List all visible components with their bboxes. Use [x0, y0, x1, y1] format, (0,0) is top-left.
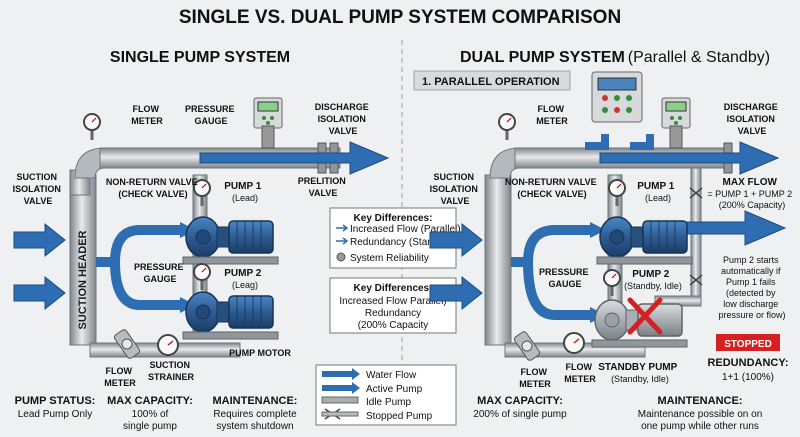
dual-main-control-panel	[591, 71, 643, 123]
discharge-arrow	[199, 141, 390, 175]
svg-text:MAX CAPACITY:: MAX CAPACITY:	[107, 395, 193, 407]
suction-strainer-gauge	[157, 334, 179, 356]
suction-header-label: SUCTION HEADER	[77, 230, 89, 329]
dual-label-flow-meter: FLOW METER	[536, 104, 568, 126]
dual-label-flow-meter-a: FLOW METER	[519, 367, 551, 389]
legend-water-flow: Water Flow	[366, 370, 417, 381]
label-flow-meter: FLOW METER	[131, 104, 163, 126]
stopped-badge	[716, 334, 780, 351]
diagram-title: SINGLE VS. DUAL PUMP SYSTEM COMPARISON	[179, 7, 621, 28]
single-footer: PUMP STATUS: Lead Pump Only MAX CAPACITY…	[15, 395, 298, 432]
svg-text:MAINTENANCE:: MAINTENANCE:	[213, 395, 298, 407]
dual-flow-meter-gauge	[497, 112, 517, 142]
svg-text:(200% Capacity: (200% Capacity	[358, 320, 429, 331]
stopped-x-icon	[627, 297, 663, 335]
dual-label-flow-meter-b: FLOW METER	[564, 362, 596, 384]
svg-text:REDUNDANCY:: REDUNDANCY:	[707, 357, 788, 369]
single-section-heading: SINGLE PUMP SYSTEM	[110, 49, 290, 66]
label-strainer: SUCTION STRAINER	[148, 360, 195, 382]
svg-text:MAINTENANCE:: MAINTENANCE:	[658, 395, 743, 407]
svg-text:Redundancy: Redundancy	[365, 308, 421, 319]
label-pump2: PUMP 2 (Leag)	[224, 263, 266, 290]
svg-text:Lead Pump Only: Lead Pump Only	[18, 409, 93, 420]
flow-meter-gauge-top	[82, 112, 102, 142]
check-valve-icon	[689, 187, 703, 286]
dual-label-standby: STANDBY PUMP (Standby, Idle)	[598, 357, 682, 384]
parallel-operation-tab	[413, 70, 571, 91]
svg-text:Redundancy (Standby): Redundancy (Standby)	[350, 237, 452, 248]
pump2-leag	[182, 291, 279, 340]
svg-text:1+1 (100%): 1+1 (100%)	[722, 372, 774, 383]
svg-text:Increased Flow (Parallel): Increased Flow (Parallel)	[350, 224, 461, 235]
dual-footer: MAX CAPACITY: 200% of single pump REDUND…	[473, 357, 788, 432]
legend-active-pump: Active Pump	[366, 384, 423, 395]
label-gauge2: PRESSURE GAUGE	[134, 262, 186, 284]
dual-label-suction-valve: SUCTION ISOLATION VALVE	[430, 172, 481, 206]
label-nrv: NON-RETURN VALVE (CHECK VALVE)	[106, 177, 200, 199]
svg-text:Increased Flow Parallel): Increased Flow Parallel)	[339, 296, 446, 307]
label-suction-valve: SUCTION ISOLATION VALVE	[13, 172, 64, 206]
inlet-arrow-bottom	[13, 275, 66, 311]
legend-stopped-pump: Stopped Pump	[366, 411, 433, 422]
label-pump-motor: PUMP MOTOR	[229, 348, 291, 358]
pump1-lead	[182, 216, 279, 265]
dual-flow-arrows	[429, 134, 787, 323]
single-flow-arrows	[13, 141, 390, 313]
parallel-operation-tab-label: 1. PARALLEL OPERATION	[422, 76, 560, 88]
label-pressure-gauge: PRESSURE GAUGE	[185, 104, 237, 126]
label-flow-meter-bottom: FLOW METER	[104, 366, 136, 388]
dual-pump1-lead	[596, 216, 693, 265]
dual-pressure-panel	[661, 97, 691, 129]
label-pump1: PUMP 1 (Lead)	[224, 176, 266, 203]
inlet-arrow-top	[13, 222, 66, 258]
svg-text:MAX CAPACITY:: MAX CAPACITY:	[477, 395, 563, 407]
dual-label-discharge-valve: DISCHARGE ISOLATION VALVE	[724, 102, 781, 136]
svg-text:200% of single pump: 200% of single pump	[473, 409, 567, 420]
dual-flow-meter-b	[563, 332, 585, 354]
dual-failover-note: Pump 2 starts automatically if Pump 1 fa…	[718, 255, 785, 320]
dual-label-gauge: PRESSURE GAUGE	[539, 267, 591, 289]
label-prelition-valve: PRELITION VALVE	[298, 176, 349, 198]
svg-text:Key Differences:: Key Differences:	[354, 283, 433, 294]
dual-label-nrv: NON-RETURN VALVE (CHECK VALVE)	[505, 177, 599, 199]
dual-panel-mount	[669, 125, 683, 149]
key-differences-box-1: Key Differences: Increased Flow (Paralle…	[329, 207, 461, 269]
dual-label-pump1: PUMP 1 (Lead)	[637, 176, 679, 203]
label-discharge-valve: DISCHARGE ISOLATION VALVE	[315, 102, 372, 136]
stopped-badge-label: STOPPED	[724, 339, 772, 350]
dual-section-heading: DUAL PUMP SYSTEM(Parallel & Standby)	[460, 49, 770, 66]
panel-mount	[261, 125, 275, 149]
legend: Water Flow Active Pump Idle Pump Stopped…	[315, 364, 457, 426]
svg-text:System Reliability: System Reliability	[350, 253, 429, 264]
dual-label-pump2: PUMP 2 (Standby, Idle)	[624, 264, 682, 291]
dual-label-max-flow: MAX FLOW = PUMP 1 + PUMP 2 (200% Capacit…	[707, 172, 796, 210]
pressure-panel-top	[253, 97, 283, 129]
legend-idle-pump: Idle Pump	[366, 397, 411, 408]
svg-text:PUMP STATUS:: PUMP STATUS:	[15, 395, 96, 407]
svg-text:Key Differences:: Key Differences:	[354, 213, 433, 224]
